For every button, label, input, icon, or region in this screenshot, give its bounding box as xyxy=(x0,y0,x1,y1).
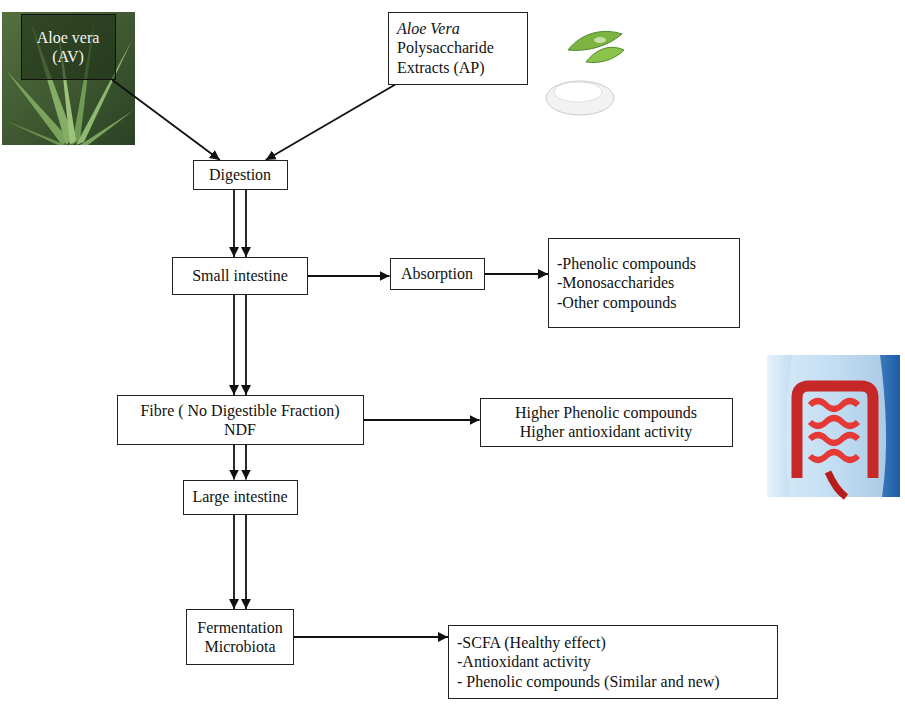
box-text: Higher antioxidant activity xyxy=(489,422,724,441)
box-text: Fibre ( No Digestible Fraction) xyxy=(126,401,355,420)
intestine-illustration xyxy=(767,355,900,497)
process-box: Fermentation Microbiota xyxy=(186,609,293,665)
illustration-part xyxy=(80,110,134,145)
box-text: Absorption xyxy=(399,264,476,283)
flow-arrow xyxy=(266,85,396,161)
flow-arrow xyxy=(245,190,247,257)
aloe-vera-photo xyxy=(2,12,135,145)
box-text: Higher Phenolic compounds xyxy=(489,403,724,422)
flow-arrow xyxy=(245,515,247,610)
process-box: Digestion xyxy=(193,160,288,190)
process-box: -Phenolic compounds-Monosaccharides-Othe… xyxy=(548,238,740,328)
aloe-leaf-powder-icon xyxy=(546,31,624,115)
flow-arrow xyxy=(233,295,235,395)
box-text: -SCFA (Healthy effect) xyxy=(457,633,769,652)
flow-arrow xyxy=(245,295,247,395)
process-box: Higher Phenolic compoundsHigher antioxid… xyxy=(480,398,733,447)
box-text: Aloe Vera xyxy=(397,19,519,38)
illustration-part xyxy=(797,386,873,478)
illustration-part xyxy=(4,120,66,145)
illustration-part xyxy=(786,355,886,497)
illustration-part xyxy=(586,47,624,62)
illustration-part xyxy=(2,12,135,145)
process-box: Aloe VeraPolysaccharide Extracts (AP) xyxy=(388,12,528,85)
flow-arrow xyxy=(294,636,448,638)
illustration-part xyxy=(810,401,858,460)
flow-arrow xyxy=(308,275,390,277)
process-box: Fibre ( No Digestible Fraction)NDF xyxy=(117,395,364,445)
process-box: Small intestine xyxy=(172,257,308,295)
illustration-part xyxy=(546,81,614,115)
box-text: Digestion xyxy=(202,165,279,184)
illustration-part xyxy=(767,355,900,497)
flow-arrow xyxy=(364,419,480,421)
flow-arrow xyxy=(233,445,235,480)
box-text: Aloe vera (AV) xyxy=(30,28,107,66)
flow-arrow xyxy=(245,445,247,480)
box-text: Polysaccharide Extracts (AP) xyxy=(397,38,519,76)
box-text: - Phenolic compounds (Similar and new) xyxy=(457,672,769,691)
box-text: Fermentation Microbiota xyxy=(197,618,282,656)
flow-arrow xyxy=(485,273,549,275)
box-text: -Other compounds xyxy=(557,293,731,312)
box-text: -Antioxidant activity xyxy=(457,652,769,671)
photo-label-box: Aloe vera (AV) xyxy=(21,14,116,80)
process-box: Absorption xyxy=(390,258,485,290)
process-box: -SCFA (Healthy effect)-Antioxidant activ… xyxy=(448,625,778,699)
flow-arrow xyxy=(233,515,235,610)
illustration-part xyxy=(594,37,606,43)
flow-arrow xyxy=(112,80,219,160)
box-text: -Phenolic compounds xyxy=(557,254,731,273)
box-text: NDF xyxy=(126,420,355,439)
box-text: -Monosaccharides xyxy=(557,273,731,292)
process-box: Large intestine xyxy=(183,480,298,515)
box-text: Small intestine xyxy=(181,266,299,285)
illustration-part xyxy=(554,82,602,102)
illustration-part xyxy=(828,472,846,497)
flow-arrow xyxy=(233,190,235,257)
box-text: Large intestine xyxy=(192,487,289,506)
